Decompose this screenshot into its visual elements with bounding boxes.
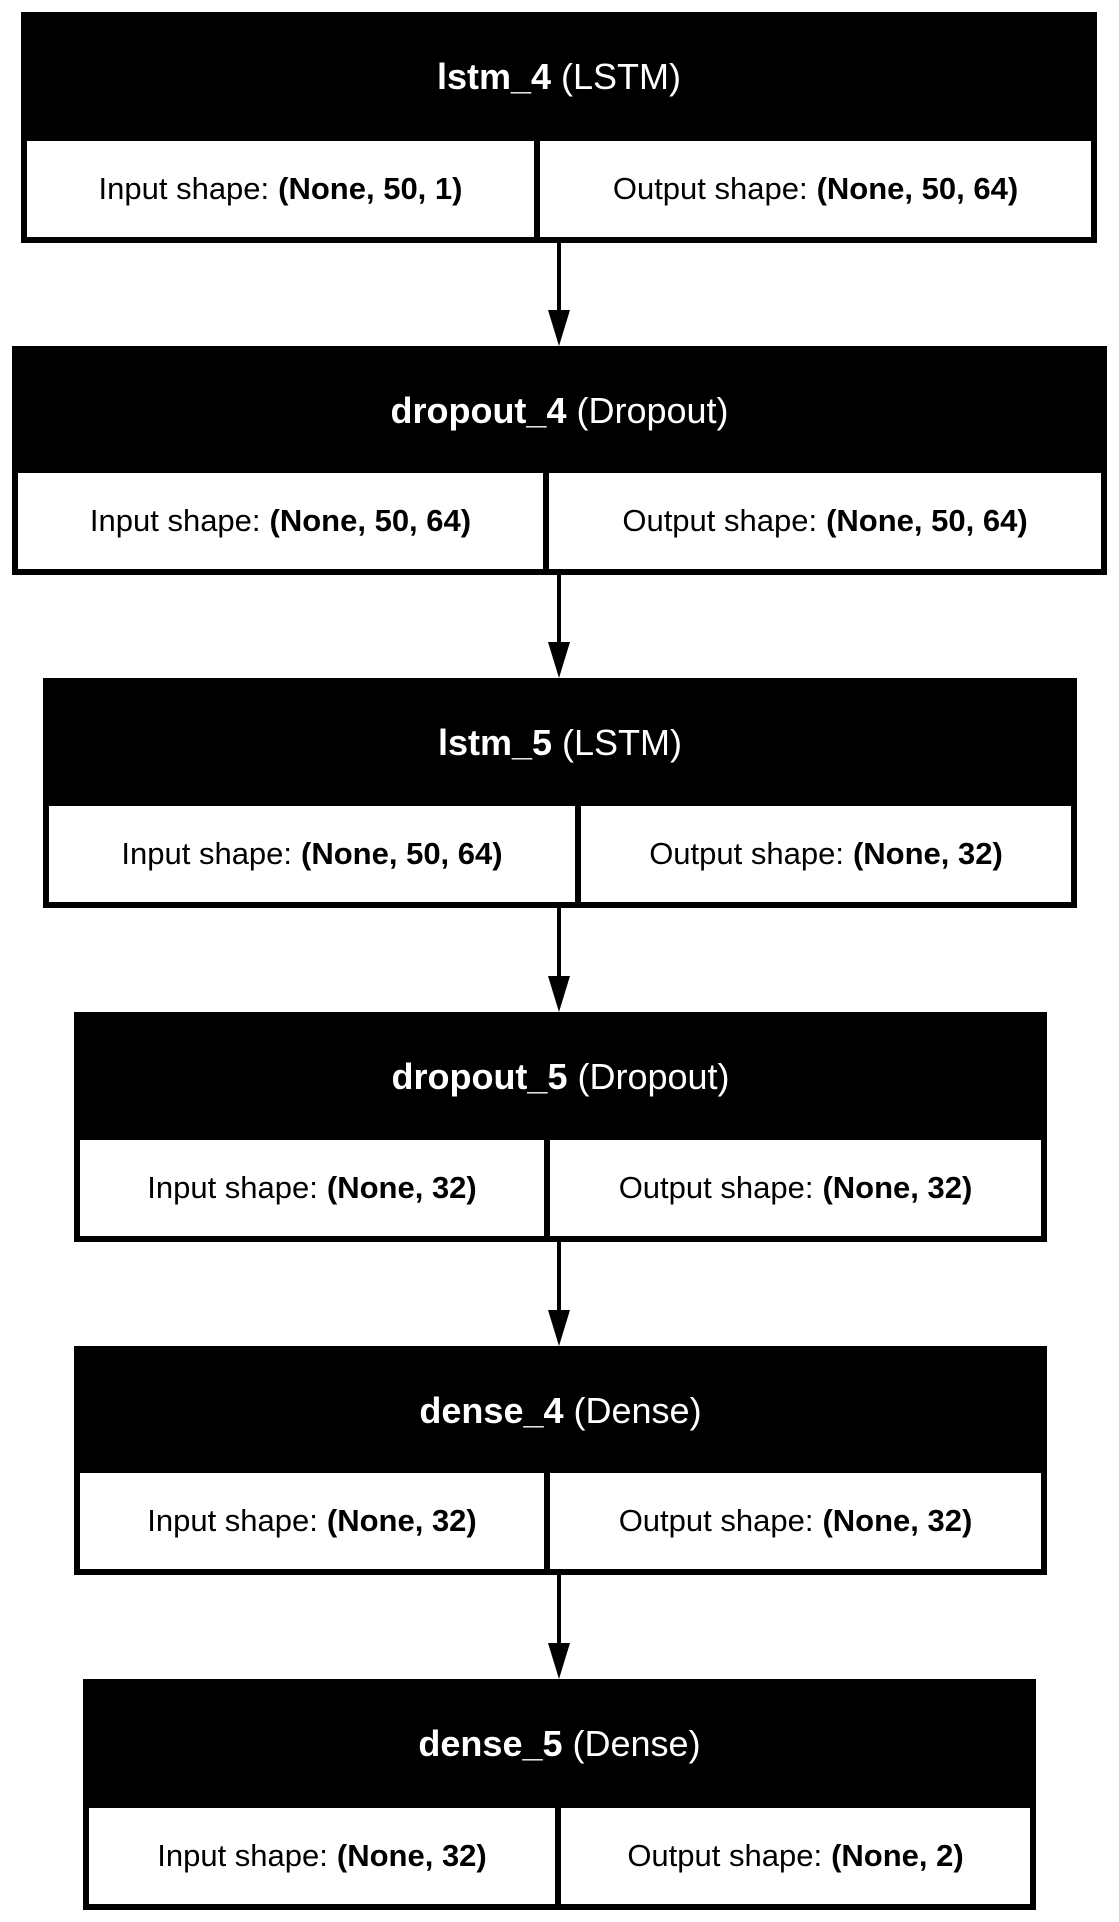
input-shape-cell: Input shape:(None, 32) — [80, 1140, 544, 1236]
output-shape-value: (None, 32) — [822, 1170, 973, 1205]
input-shape-label: Input shape: — [147, 1170, 318, 1205]
input-shape-value: (None, 50, 64) — [301, 836, 503, 871]
output-shape-value: (None, 32) — [822, 1503, 973, 1538]
output-shape-label: Output shape: — [622, 503, 818, 538]
output-shape-cell: Output shape:(None, 50, 64) — [549, 473, 1101, 569]
input-shape-cell: Input shape:(None, 50, 64) — [49, 806, 575, 902]
arrow-connector — [548, 1242, 570, 1346]
layer-name: dropout_5 — [391, 1055, 568, 1097]
layer-header: dense_5(Dense) — [89, 1685, 1030, 1802]
layer-node: dropout_4(Dropout)Input shape:(None, 50,… — [12, 346, 1107, 575]
shape-row: Input shape:(None, 32)Output shape:(None… — [89, 1808, 1030, 1904]
layer-node: lstm_5(LSTM)Input shape:(None, 50, 64)Ou… — [43, 678, 1077, 908]
layer-name: lstm_5 — [437, 721, 553, 763]
output-shape-cell: Output shape:(None, 32) — [581, 806, 1071, 902]
input-shape-cell: Input shape:(None, 32) — [80, 1473, 544, 1569]
arrow-connector — [548, 575, 570, 678]
shape-row: Input shape:(None, 50, 64)Output shape:(… — [18, 473, 1101, 569]
output-shape-cell: Output shape:(None, 50, 64) — [540, 141, 1091, 237]
output-shape-label: Output shape: — [612, 171, 808, 206]
layer-header: lstm_5(LSTM) — [49, 684, 1071, 801]
input-shape-cell: Input shape:(None, 50, 1) — [27, 141, 534, 237]
shape-row: Input shape:(None, 32)Output shape:(None… — [80, 1140, 1041, 1236]
layer-node: dropout_5(Dropout)Input shape:(None, 32)… — [74, 1012, 1047, 1242]
layer-name: dense_4 — [419, 1389, 564, 1431]
output-shape-label: Output shape: — [618, 1170, 814, 1205]
output-shape-value: (None, 2) — [831, 1838, 964, 1873]
layer-type: (Dropout) — [577, 1055, 730, 1097]
input-shape-value: (None, 32) — [336, 1838, 487, 1873]
output-shape-label: Output shape: — [649, 836, 844, 871]
input-shape-label: Input shape: — [147, 1503, 318, 1538]
layer-type: (Dense) — [573, 1389, 702, 1431]
layer-name: dense_5 — [418, 1722, 563, 1764]
output-shape-label: Output shape: — [618, 1503, 814, 1538]
input-shape-value: (None, 50, 1) — [278, 171, 463, 206]
layer-header: dropout_5(Dropout) — [80, 1018, 1041, 1135]
output-shape-cell: Output shape:(None, 2) — [561, 1808, 1030, 1904]
output-shape-value: (None, 50, 64) — [826, 503, 1028, 538]
input-shape-value: (None, 32) — [326, 1170, 477, 1205]
output-shape-value: (None, 32) — [852, 836, 1003, 871]
arrow-connector — [548, 908, 570, 1012]
output-shape-cell: Output shape:(None, 32) — [550, 1140, 1041, 1236]
input-shape-cell: Input shape:(None, 50, 64) — [18, 473, 543, 569]
shape-row: Input shape:(None, 50, 64)Output shape:(… — [49, 806, 1071, 902]
input-shape-label: Input shape: — [121, 836, 293, 871]
shape-row: Input shape:(None, 32)Output shape:(None… — [80, 1473, 1041, 1569]
shape-row: Input shape:(None, 50, 1)Output shape:(N… — [27, 141, 1091, 237]
layer-header: dropout_4(Dropout) — [18, 352, 1101, 469]
input-shape-cell: Input shape:(None, 32) — [89, 1808, 555, 1904]
arrow-connector — [548, 1575, 570, 1679]
layer-node: dense_5(Dense)Input shape:(None, 32)Outp… — [83, 1679, 1036, 1910]
output-shape-value: (None, 50, 64) — [816, 171, 1019, 206]
layer-type: (Dropout) — [576, 389, 729, 431]
layer-node: lstm_4(LSTM)Input shape:(None, 50, 1)Out… — [21, 12, 1097, 243]
layer-name: dropout_4 — [390, 389, 567, 431]
input-shape-label: Input shape: — [98, 171, 270, 206]
output-shape-cell: Output shape:(None, 32) — [550, 1473, 1041, 1569]
input-shape-value: (None, 32) — [326, 1503, 477, 1538]
input-shape-label: Input shape: — [157, 1838, 328, 1873]
arrow-connector — [548, 243, 570, 346]
layer-type: (LSTM) — [561, 55, 682, 97]
layer-header: dense_4(Dense) — [80, 1352, 1041, 1469]
layer-type: (Dense) — [572, 1722, 701, 1764]
input-shape-label: Input shape: — [89, 503, 261, 538]
output-shape-label: Output shape: — [627, 1838, 823, 1873]
layer-node: dense_4(Dense)Input shape:(None, 32)Outp… — [74, 1346, 1047, 1575]
layer-name: lstm_4 — [436, 55, 552, 97]
layer-type: (LSTM) — [562, 721, 683, 763]
input-shape-value: (None, 50, 64) — [269, 503, 472, 538]
layer-header: lstm_4(LSTM) — [27, 18, 1091, 135]
